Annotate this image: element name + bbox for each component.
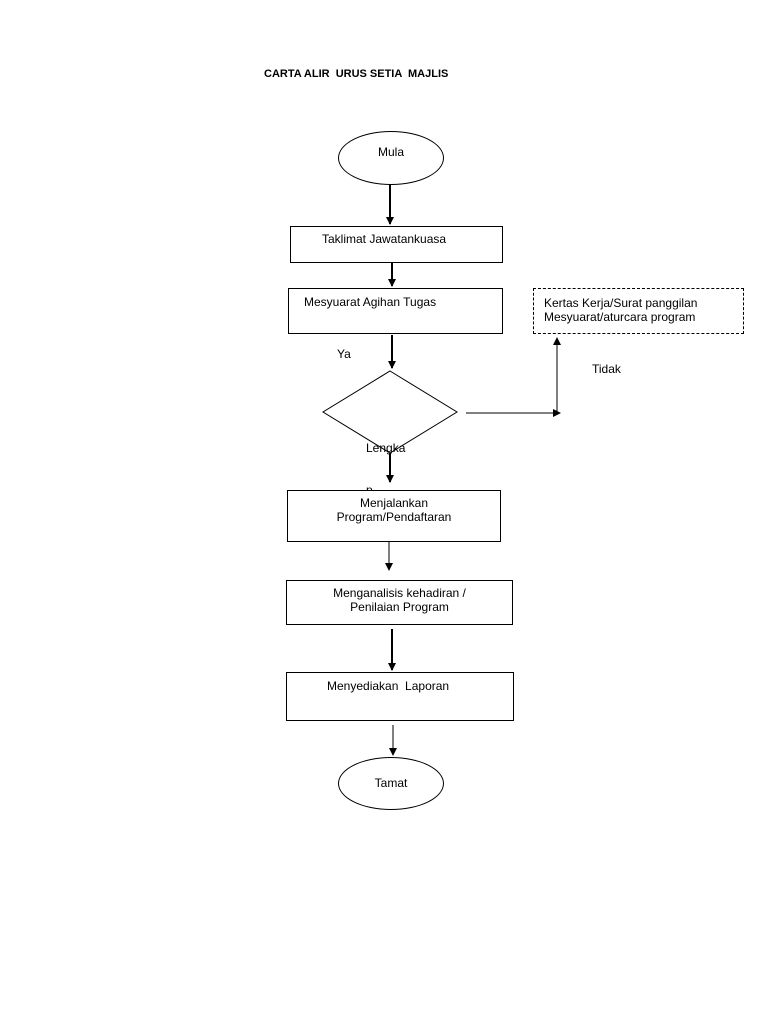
meeting-box: Mesyuarat Agihan Tugas xyxy=(288,288,503,334)
start-terminal: Mula xyxy=(338,131,444,185)
documents-label-line1: Kertas Kerja/Surat panggilan xyxy=(544,296,698,310)
yes-label: Ya xyxy=(337,347,351,361)
end-label: Tamat xyxy=(374,775,408,790)
report-label: Menyediakan Laporan xyxy=(327,679,450,693)
end-terminal: Tamat xyxy=(338,757,444,810)
analyse-label-line1: Menganalisis kehadiran / xyxy=(333,586,466,600)
briefing-box: Taklimat Jawatankuasa xyxy=(290,226,503,263)
run-program-label-line1: Menjalankan xyxy=(359,496,429,510)
analyse-box: Menganalisis kehadiran / Penilaian Progr… xyxy=(286,580,513,625)
run-program-box: Menjalankan Program/Pendaftaran xyxy=(287,490,501,542)
documents-box: Kertas Kerja/Surat panggilan Mesyuarat/a… xyxy=(533,288,744,334)
run-program-label-line2: Program/Pendaftaran xyxy=(336,510,452,524)
briefing-label: Taklimat Jawatankuasa xyxy=(322,232,447,246)
report-box: Menyediakan Laporan xyxy=(286,672,514,721)
decision-label-line1: Lengka xyxy=(366,441,406,455)
analyse-label-line2: Penilaian Program xyxy=(350,600,449,614)
start-label: Mula xyxy=(377,145,404,159)
arrow-decision-no-path xyxy=(466,337,561,414)
documents-label-line2: Mesyuarat/aturcara program xyxy=(544,310,696,324)
no-label: Tidak xyxy=(592,362,621,376)
flowchart-title: CARTA ALIR URUS SETIA MAJLIS xyxy=(264,68,449,80)
meeting-label: Mesyuarat Agihan Tugas xyxy=(304,295,437,309)
